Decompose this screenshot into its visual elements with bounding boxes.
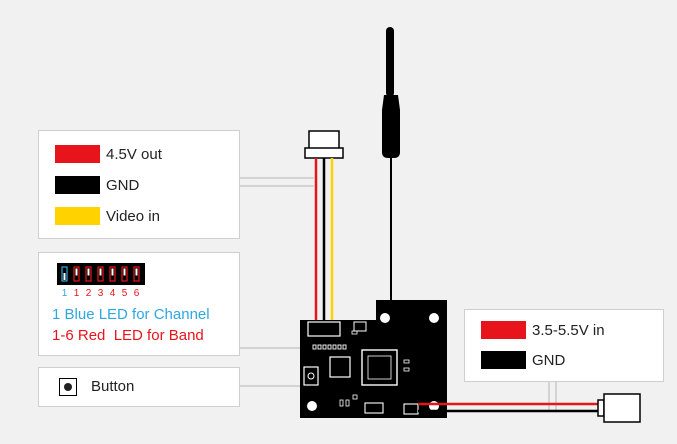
legend-label-power-gnd: GND xyxy=(532,351,566,369)
black-swatch xyxy=(481,351,526,369)
power-connector xyxy=(597,393,641,423)
legend-row-video-in: Video in xyxy=(55,207,160,225)
button-panel: Button xyxy=(38,367,240,407)
led-num-red-3: 3 xyxy=(98,288,104,299)
legend-row-power-gnd: GND xyxy=(481,351,565,369)
led-line-blue: 1 Blue LED for Channel xyxy=(52,306,210,323)
led-line-blue-text: Blue LED for Channel xyxy=(64,306,210,323)
antenna xyxy=(382,27,400,300)
legend-row-4v5-out: 4.5V out xyxy=(55,145,162,163)
led-num-red-2: 2 xyxy=(86,288,92,299)
led-line-red-num: 1-6 xyxy=(52,327,74,344)
wire-legend-panel: 4.5V out GND Video in xyxy=(38,130,240,239)
led-panel: 1 1 2 3 4 5 6 1 Blue LED for Channel 1-6… xyxy=(38,252,240,356)
legend-label-video-in: Video in xyxy=(106,207,160,225)
yellow-swatch xyxy=(55,207,100,225)
led-num-red-1: 1 xyxy=(74,288,80,299)
led-num-blue: 1 xyxy=(62,288,68,299)
video-wires xyxy=(314,158,334,330)
led-dip-graphic: 1 1 2 3 4 5 6 xyxy=(57,263,145,299)
red-swatch xyxy=(481,321,526,339)
led-line-red-text: Red LED for Band xyxy=(77,327,204,344)
led-line-red: 1-6 Red LED for Band xyxy=(52,327,204,344)
button-label: Button xyxy=(91,378,135,395)
legend-row-gnd: GND xyxy=(55,176,139,194)
video-connector xyxy=(304,130,344,159)
led-num-red-5: 5 xyxy=(122,288,128,299)
button-icon xyxy=(59,378,77,396)
leader-lines xyxy=(240,177,557,410)
power-wires xyxy=(418,402,598,413)
red-swatch xyxy=(55,145,100,163)
legend-label-power-in: 3.5-5.5V in xyxy=(532,321,605,339)
black-swatch xyxy=(55,176,100,194)
led-num-red-4: 4 xyxy=(110,288,116,299)
legend-label-4v5-out: 4.5V out xyxy=(106,145,162,163)
legend-row-power-in: 3.5-5.5V in xyxy=(481,321,605,339)
led-num-red-6: 6 xyxy=(134,288,140,299)
vtx-board xyxy=(300,300,447,418)
power-legend-panel: 3.5-5.5V in GND xyxy=(464,309,664,382)
led-line-blue-num: 1 xyxy=(52,306,61,323)
legend-label-gnd: GND xyxy=(106,176,140,194)
